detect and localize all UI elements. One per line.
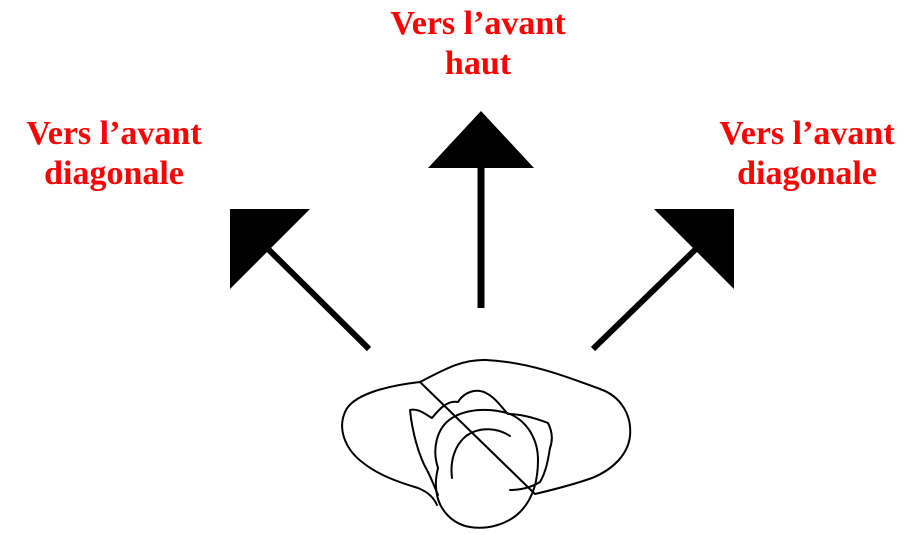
label-forward-diagonal-left-line1: Vers l’avant xyxy=(26,115,202,152)
arrow-diagonal-left-shaft xyxy=(261,242,372,352)
face-line xyxy=(450,428,511,479)
label-forward-up: Vers l’avant haut xyxy=(360,4,596,84)
arrow-diagonal-right-shaft xyxy=(590,242,703,352)
label-forward-up-line1: Vers l’avant xyxy=(390,5,566,42)
arrow-up-head xyxy=(428,111,534,168)
arrow-diagonal-left xyxy=(230,209,372,352)
arrow-diagonal-left-head xyxy=(230,209,310,289)
hood-outline xyxy=(409,389,553,496)
arrow-diagonal-right xyxy=(590,209,734,352)
arrow-up xyxy=(428,111,534,308)
label-forward-diagonal-left: Vers l’avant diagonale xyxy=(0,114,228,194)
head-outline xyxy=(434,408,539,529)
label-forward-up-line2: haut xyxy=(444,45,512,82)
shoulders-outline xyxy=(341,358,632,506)
label-forward-diagonal-right-line1: Vers l’avant xyxy=(719,115,895,152)
label-forward-diagonal-right-line2: diagonale xyxy=(737,155,877,192)
arrow-diagonal-right-head xyxy=(654,209,734,289)
person-top-view xyxy=(341,358,632,529)
label-forward-diagonal-right: Vers l’avant diagonale xyxy=(693,114,921,194)
label-forward-diagonal-left-line2: diagonale xyxy=(44,155,184,192)
